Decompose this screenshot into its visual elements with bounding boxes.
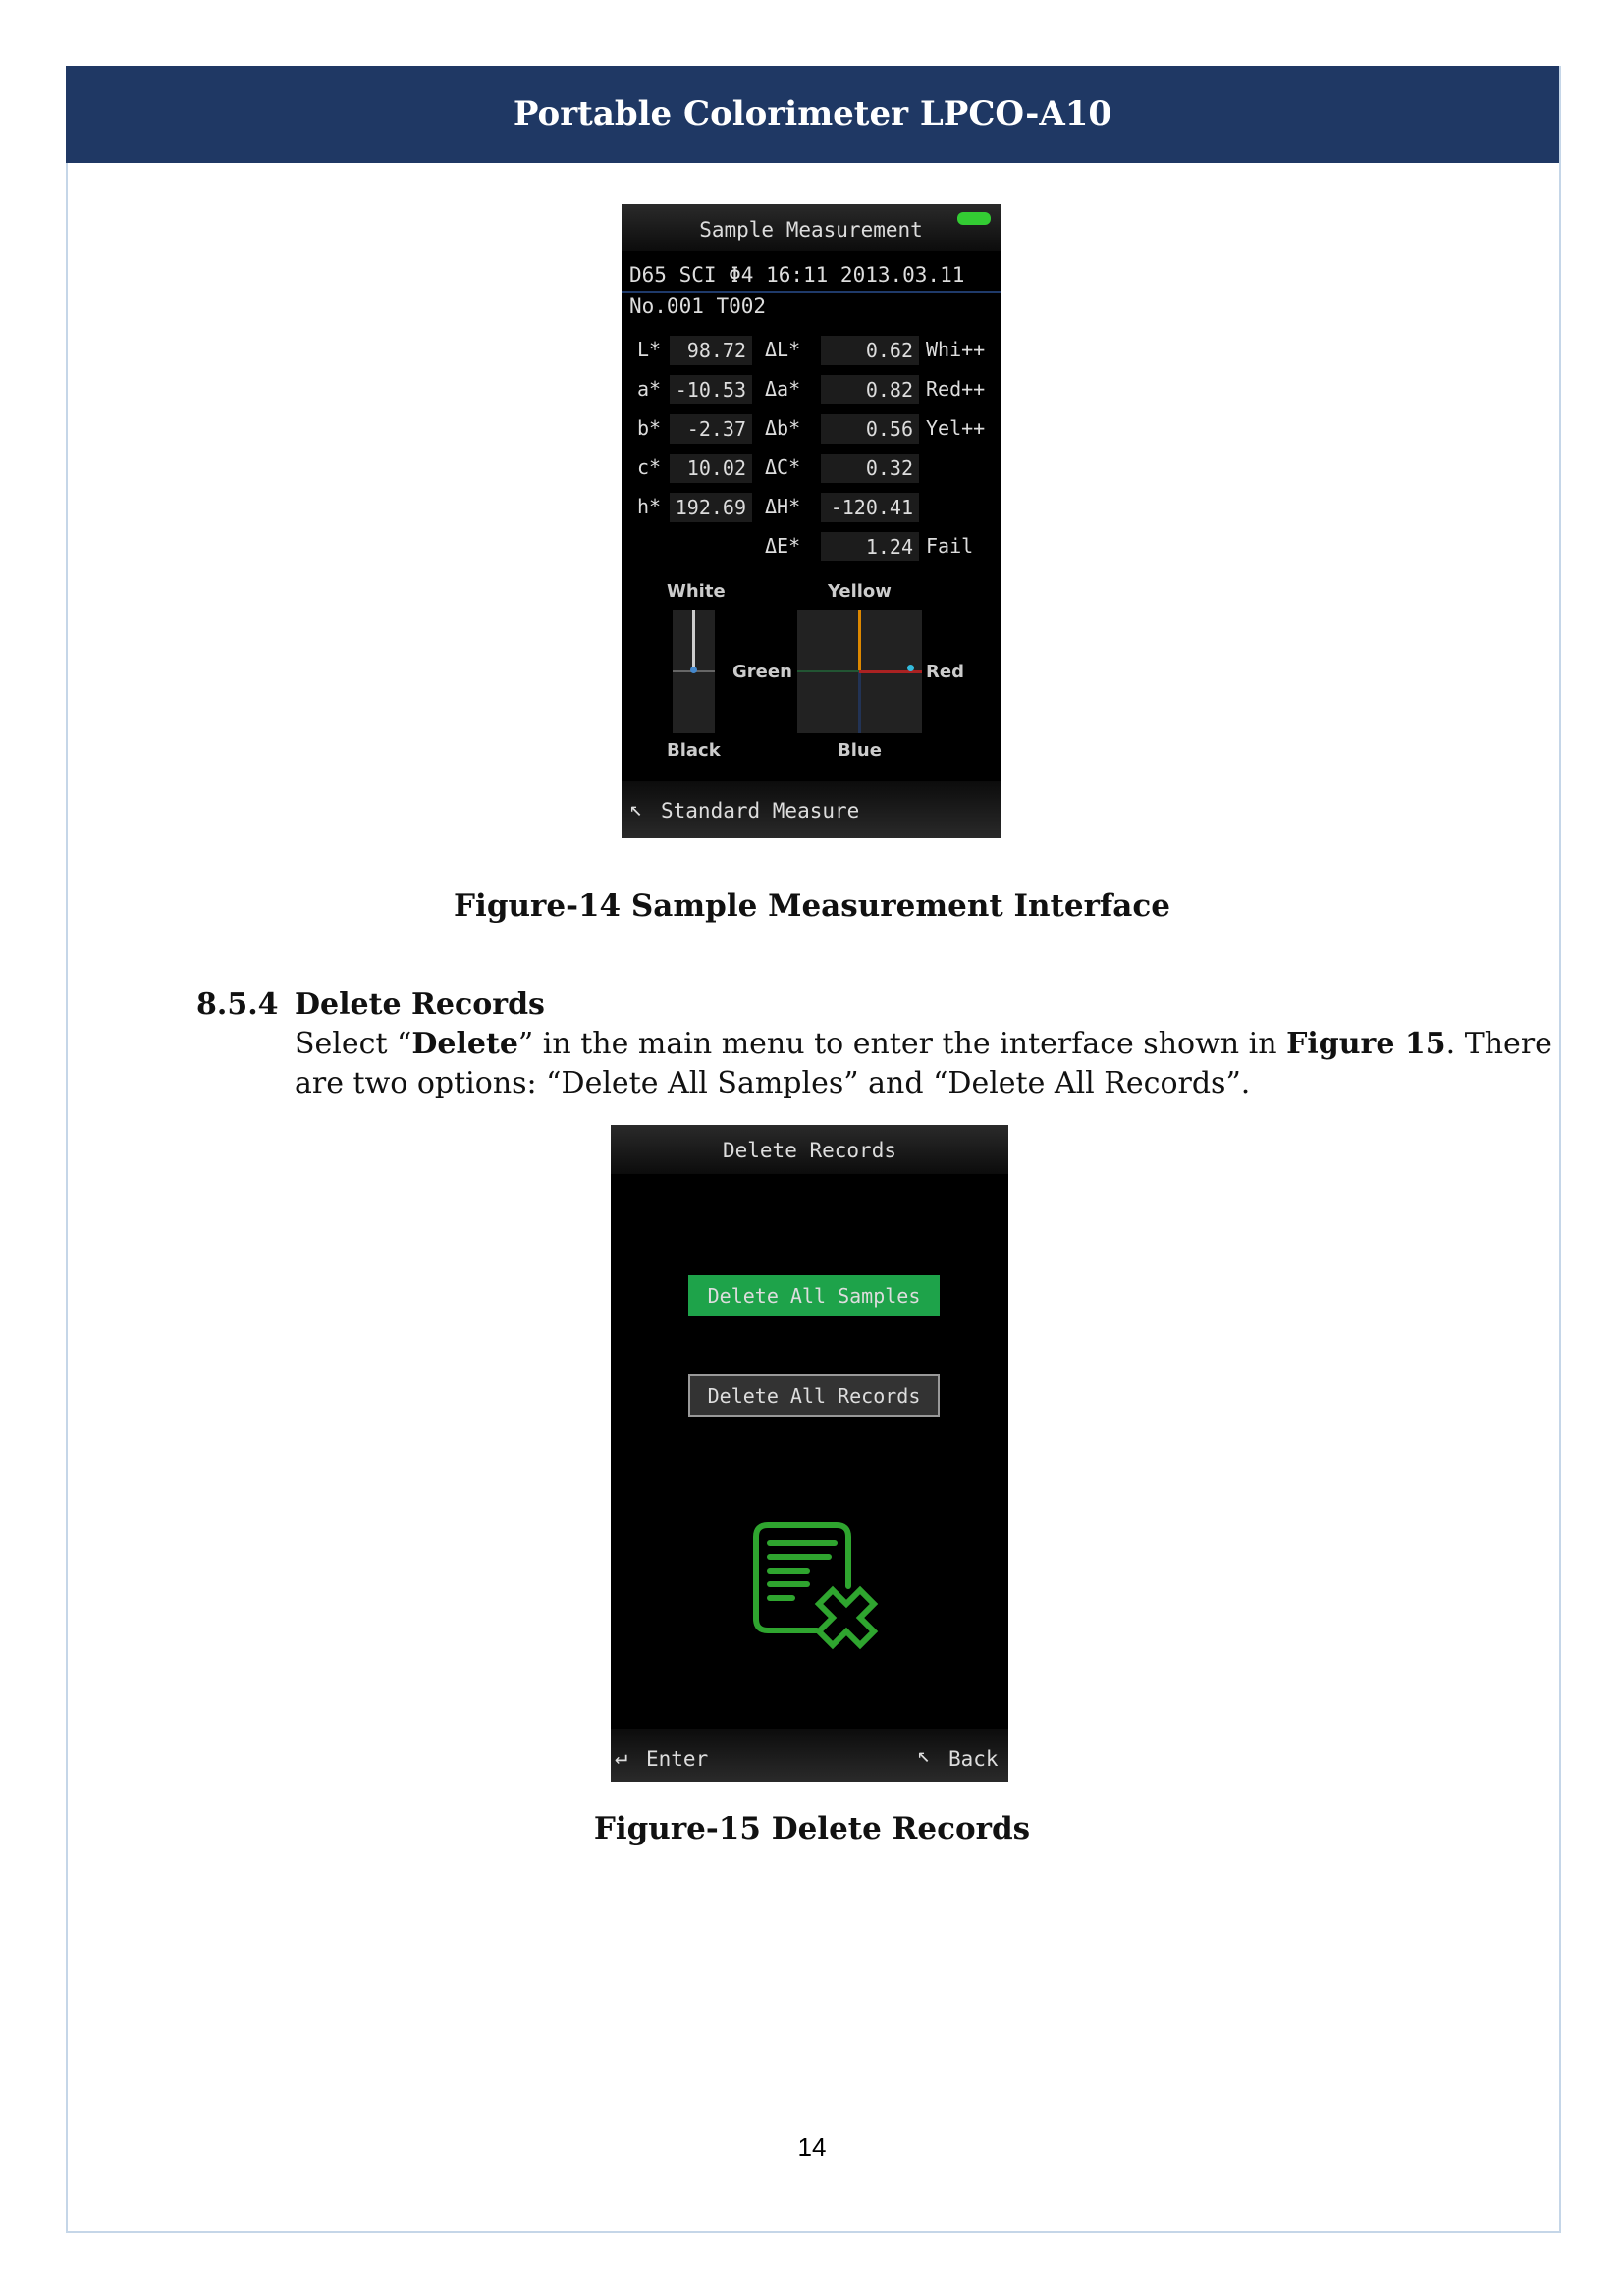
- row-label: L*: [637, 338, 662, 361]
- info-row: D65 SCI Φ4 16:11 2013.03.11: [629, 263, 965, 287]
- row-label: a*: [637, 377, 662, 400]
- red-label: Red: [926, 662, 964, 682]
- battery-icon: [957, 212, 991, 225]
- row-label: h*: [637, 495, 662, 518]
- screen-title: Delete Records: [722, 1139, 896, 1162]
- delta-label: Δa*: [765, 377, 801, 400]
- blue-label: Blue: [838, 740, 882, 761]
- delete-records-screen: Delete Records Delete All Samples Delete…: [611, 1125, 1008, 1782]
- back-label: Back: [948, 1747, 999, 1771]
- row-note: Whi++: [926, 338, 986, 361]
- delta-label: ΔE*: [765, 534, 801, 558]
- delete-all-samples-button[interactable]: Delete All Samples: [688, 1275, 940, 1316]
- figure-15-caption: Figure-15 Delete Records: [593, 1811, 1031, 1846]
- delta-value: 0.56: [821, 414, 919, 444]
- delete-all-records-button[interactable]: Delete All Records: [688, 1374, 940, 1417]
- section-number: 8.5.4: [196, 988, 279, 1022]
- page-number: 14: [797, 2132, 827, 2162]
- body-line-1: Select “Delete” in the main menu to ente…: [295, 1027, 1552, 1061]
- yellow-label: Yellow: [828, 581, 892, 602]
- row-value: 98.72: [670, 336, 752, 365]
- standard-measure-label: Standard Measure: [661, 799, 860, 823]
- back-arrow-icon: ↖: [917, 1743, 931, 1768]
- delta-label: ΔL*: [765, 338, 801, 361]
- row-note: Fail: [926, 534, 974, 558]
- ab-chart: [797, 610, 922, 733]
- row-value: 10.02: [670, 454, 752, 483]
- enter-icon: ↵: [615, 1745, 628, 1770]
- white-label: White: [667, 581, 726, 602]
- row-value: 192.69: [670, 493, 752, 522]
- page-header: Portable Colorimeter LPCO-A10: [66, 66, 1559, 163]
- lightness-bar: [673, 610, 715, 733]
- row-note: Red++: [926, 377, 986, 400]
- delta-label: ΔH*: [765, 495, 801, 518]
- enter-label: Enter: [646, 1747, 709, 1771]
- section-title: Delete Records: [295, 988, 545, 1022]
- delta-value: 0.82: [821, 375, 919, 404]
- green-label: Green: [732, 662, 792, 682]
- row-label: b*: [637, 416, 662, 440]
- back-arrow-icon: ↖: [629, 797, 643, 822]
- delete-document-icon: [753, 1522, 879, 1650]
- sample-number: No.001 T002: [629, 294, 767, 318]
- sample-measurement-screen: Sample Measurement D65 SCI Φ4 16:11 2013…: [622, 204, 1001, 838]
- row-value: -2.37: [670, 414, 752, 444]
- black-label: Black: [667, 740, 721, 761]
- row-note: Yel++: [926, 416, 986, 440]
- delta-value: 0.32: [821, 454, 919, 483]
- screen-title: Sample Measurement: [699, 218, 923, 241]
- row-label: c*: [637, 455, 662, 479]
- body-line-2: are two options: “Delete All Samples” an…: [295, 1066, 1251, 1100]
- delta-value: 0.62: [821, 336, 919, 365]
- delta-label: ΔC*: [765, 455, 801, 479]
- delta-value: 1.24: [821, 532, 919, 561]
- figure-14-caption: Figure-14 Sample Measurement Interface: [454, 888, 1170, 924]
- delta-label: Δb*: [765, 416, 801, 440]
- row-value: -10.53: [670, 375, 752, 404]
- delta-value: -120.41: [821, 493, 919, 522]
